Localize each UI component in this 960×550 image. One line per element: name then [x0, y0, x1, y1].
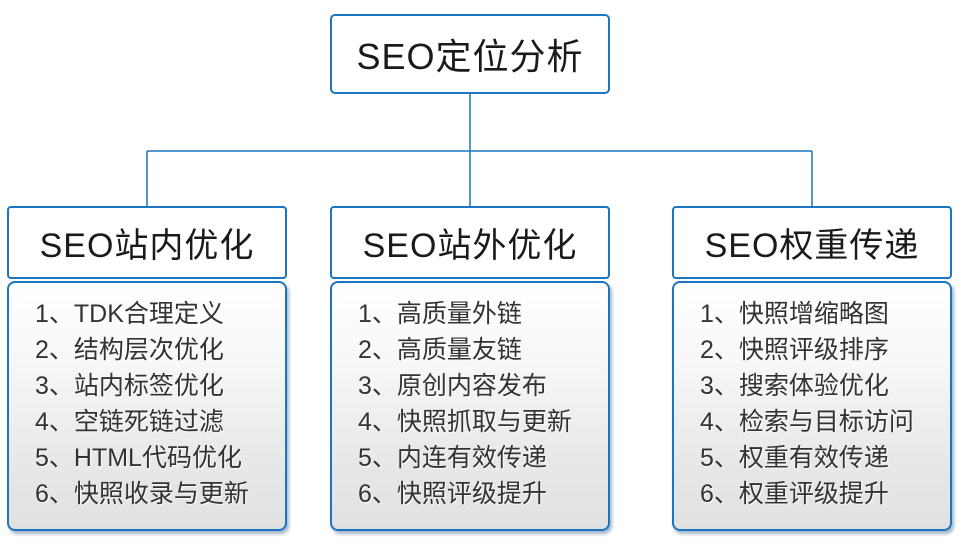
column-header: SEO站内优化	[7, 206, 287, 279]
list-item: 5、HTML代码优化	[35, 444, 242, 472]
column-list: 1、高质量外链 2、高质量友链 3、原创内容发布 4、快照抓取与更新 5、内连有…	[330, 281, 610, 531]
column-header-title: SEO站外优化	[362, 227, 578, 265]
column-offsite-optimization: SEO站外优化 1、高质量外链 2、高质量友链 3、原创内容发布 4、快照抓取与…	[330, 206, 610, 531]
list-item: 3、原创内容发布	[358, 372, 547, 400]
column-header-title: SEO权重传递	[704, 227, 920, 265]
list-item: 2、高质量友链	[358, 336, 522, 364]
list-item: 1、高质量外链	[358, 300, 522, 328]
column-header: SEO站外优化	[330, 206, 610, 279]
root-node: SEO定位分析	[330, 14, 610, 94]
column-list: 1、快照增缩略图 2、快照评级排序 3、搜索体验优化 4、检索与目标访问 5、权…	[672, 281, 952, 531]
list-item: 2、快照评级排序	[700, 336, 889, 364]
column-weight-transfer: SEO权重传递 1、快照增缩略图 2、快照评级排序 3、搜索体验优化 4、检索与…	[672, 206, 952, 531]
list-item: 6、快照收录与更新	[35, 480, 249, 508]
list-item: 5、内连有效传递	[358, 444, 547, 472]
list-item: 5、权重有效传递	[700, 444, 889, 472]
list-item: 3、站内标签优化	[35, 372, 224, 400]
list-item: 6、权重评级提升	[700, 480, 889, 508]
list-item: 1、TDK合理定义	[35, 300, 224, 328]
list-item: 2、结构层次优化	[35, 336, 224, 364]
column-header-title: SEO站内优化	[39, 227, 255, 265]
column-header: SEO权重传递	[672, 206, 952, 279]
column-onsite-optimization: SEO站内优化 1、TDK合理定义 2、结构层次优化 3、站内标签优化 4、空链…	[7, 206, 287, 531]
list-item: 4、空链死链过滤	[35, 408, 224, 436]
list-item: 3、搜索体验优化	[700, 372, 889, 400]
root-node-title: SEO定位分析	[356, 36, 584, 77]
list-item: 6、快照评级提升	[358, 480, 547, 508]
list-item: 4、检索与目标访问	[700, 408, 914, 436]
column-list: 1、TDK合理定义 2、结构层次优化 3、站内标签优化 4、空链死链过滤 5、H…	[7, 281, 287, 531]
list-item: 1、快照增缩略图	[700, 300, 889, 328]
list-item: 4、快照抓取与更新	[358, 408, 572, 436]
tree-connector-path	[146, 94, 813, 207]
